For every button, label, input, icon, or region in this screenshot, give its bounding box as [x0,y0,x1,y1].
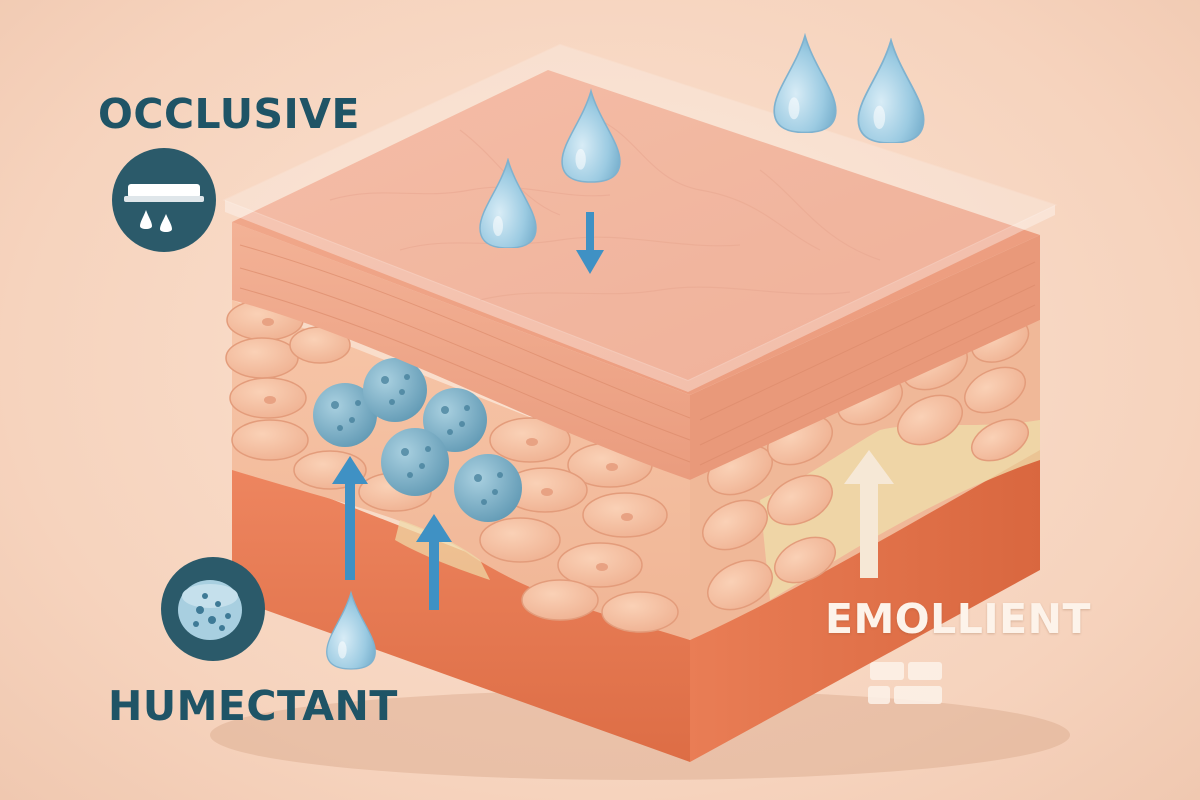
arrow-up-icon [416,514,452,610]
arrow-up-icon [332,456,368,580]
skin-surface [232,70,1040,395]
humectant-pores [331,374,503,505]
emollient-bricks-icon [868,662,942,704]
surface-texture [329,119,881,301]
dermis-layer-right [690,440,1040,762]
stratum-corneum-right [690,235,1040,480]
lipid-matrix-left [395,520,490,580]
arrow-up-icon [844,450,894,578]
cell-nuclei-front [262,318,633,571]
water-drop [773,34,837,133]
water-drop [857,39,925,143]
occlusive-film [222,43,1058,382]
emollient-label: EMOLLIENT [825,595,1091,643]
humectant-label: HUMECTANT [108,682,398,730]
stratum-lines [239,244,1036,466]
humectant-sponge-icon [161,557,265,661]
arrow-down-icon [576,212,604,274]
humectant-molecules [313,358,522,522]
occlusive-label: OCCLUSIVE [98,90,361,138]
occlusive-film-icon [112,148,216,252]
